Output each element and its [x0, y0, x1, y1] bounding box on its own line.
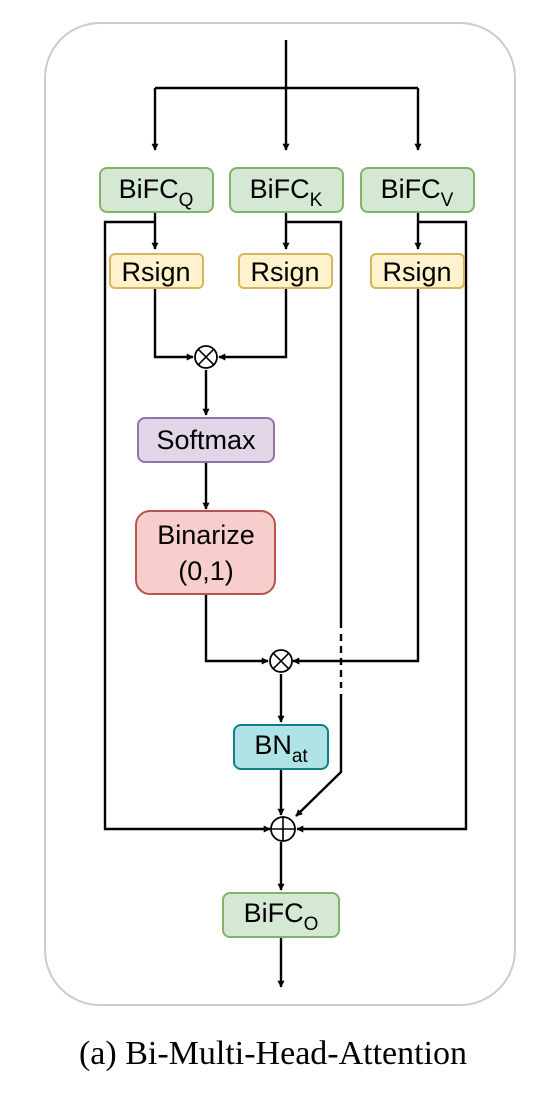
softmax-label: Softmax [156, 425, 256, 455]
rsign-q-block: Rsign [109, 253, 204, 289]
bifc-q-subscript: Q [179, 190, 194, 211]
bifc-k-label: BiFC [250, 174, 310, 204]
svg-text:BiFCK: BiFCK [250, 174, 323, 211]
binarize-to-mul2 [204, 593, 269, 665]
svg-text:BNat: BNat [254, 730, 308, 767]
bifc-q-block: BiFCQ [99, 167, 214, 213]
bifc-v-label: BiFC [381, 174, 441, 204]
residual-q-wire [103, 220, 271, 833]
rsign-k-block: Rsign [238, 253, 333, 289]
binarize-range-label: (0,1) [178, 556, 234, 586]
bifc-o-label: BiFC [244, 898, 304, 928]
bifc-v-block: BiFCV [360, 167, 475, 213]
bn-at-subscript: at [292, 746, 309, 767]
bifc-v-subscript: V [441, 190, 454, 211]
binarize-block: Binarize (0,1) [135, 510, 276, 595]
bifc-k-block: BiFCK [229, 167, 344, 213]
multiply-op-1 [194, 345, 218, 369]
rsign-k-label: Rsign [250, 257, 319, 287]
rsign-v-block: Rsign [370, 253, 465, 289]
figure-caption: (a) Bi-Multi-Head-Attention [79, 1035, 467, 1072]
k-side-wire-bottom [295, 694, 343, 817]
rsign-q-label: Rsign [121, 257, 190, 287]
bn-at-block: BNat [233, 724, 329, 770]
add-op [270, 816, 296, 842]
bifc-k-subscript: K [310, 190, 323, 211]
k-side-wire-top [286, 220, 343, 628]
rsign-v-label: Rsign [382, 257, 451, 287]
bn-at-label: BN [254, 730, 292, 760]
binarize-label: Binarize [157, 520, 255, 550]
residual-v-wire [296, 220, 468, 833]
bifc-o-block: BiFCO [222, 892, 340, 938]
softmax-block: Softmax [137, 417, 275, 463]
bifc-q-label: BiFC [119, 174, 179, 204]
svg-text:BiFCO: BiFCO [244, 898, 319, 935]
bifc-o-subscript: O [304, 914, 319, 935]
rsign-k-to-mul [218, 287, 288, 361]
rsign-v-to-mul2 [292, 287, 420, 665]
svg-text:BiFCV: BiFCV [381, 174, 454, 211]
svg-text:BiFCQ: BiFCQ [119, 174, 194, 211]
rsign-q-to-mul [153, 287, 194, 361]
multiply-op-2 [269, 649, 293, 673]
